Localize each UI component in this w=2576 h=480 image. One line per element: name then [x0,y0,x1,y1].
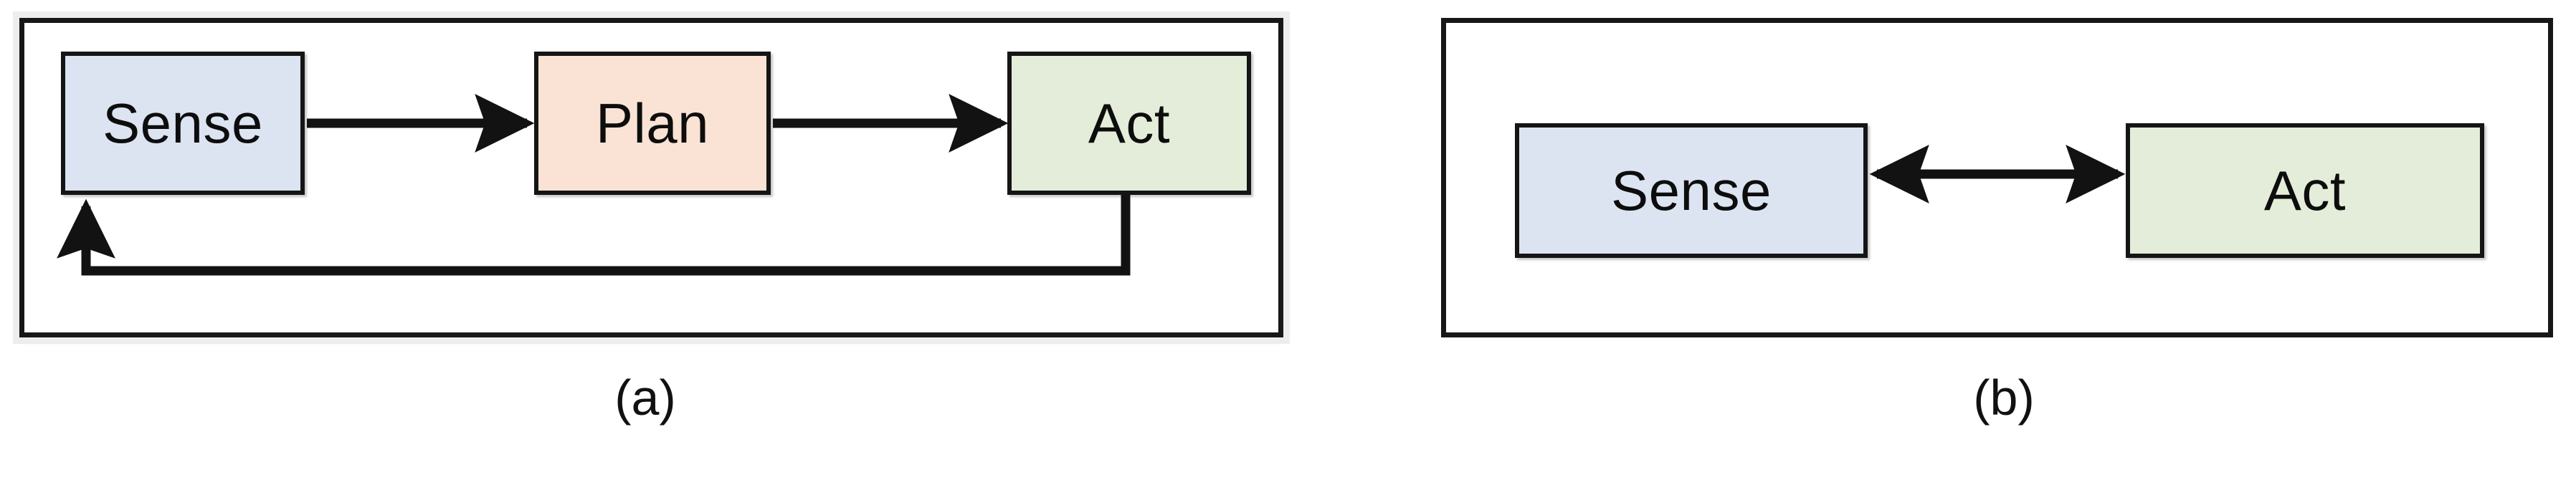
node-a-act-label: Act [1088,92,1171,155]
node-a-sense[interactable]: Sense [61,52,305,195]
node-a-plan-label: Plan [595,92,710,155]
node-b-sense-label: Sense [1611,159,1772,222]
node-a-act[interactable]: Act [1007,52,1251,195]
node-b-act[interactable]: Act [2126,123,2484,258]
node-a-sense-label: Sense [103,92,263,155]
caption-panel-a: (a) [614,370,676,426]
node-a-plan[interactable]: Plan [534,52,771,195]
node-b-act-label: Act [2263,159,2347,222]
caption-panel-b: (b) [1973,370,2035,426]
node-b-sense[interactable]: Sense [1515,123,1868,258]
